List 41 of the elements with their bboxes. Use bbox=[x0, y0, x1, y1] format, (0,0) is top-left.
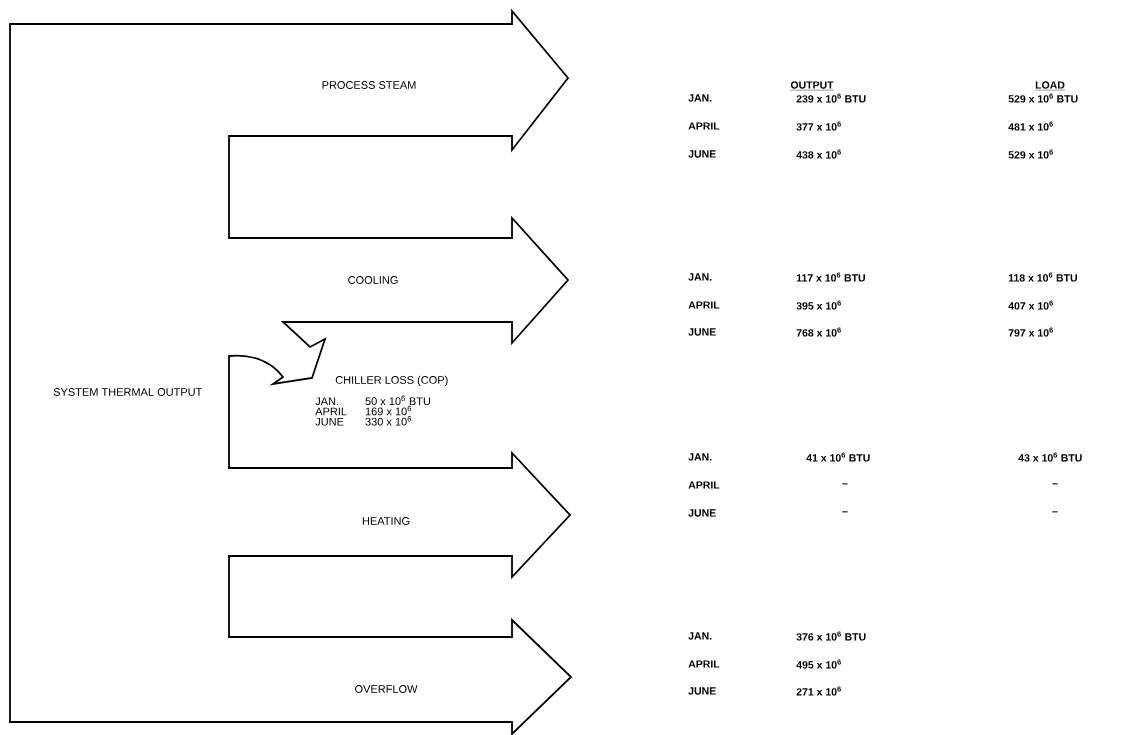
value-label: 376 x 10$^{6}$ BTU bbox=[796, 631, 866, 641]
value-label: 529 x 10$^{6}$ bbox=[1008, 149, 1053, 159]
month-label: JAN. bbox=[688, 632, 712, 640]
month-label: APRIL bbox=[688, 122, 720, 130]
flow-label: PROCESS STEAM bbox=[322, 81, 416, 89]
value-label: 239 x 10$^{6}$ BTU bbox=[796, 93, 866, 103]
month-label: APRIL bbox=[688, 481, 720, 489]
month-label: JUNE bbox=[688, 328, 716, 336]
value-label: 395 x 10$^{6}$ bbox=[796, 300, 841, 310]
value-label: 117 x 10$^{6}$ BTU bbox=[796, 272, 865, 282]
value-label: 118 x 10$^{6}$ BTU bbox=[1008, 272, 1077, 282]
month-label: JUNE bbox=[688, 509, 716, 517]
flow-label: CHILLER LOSS (COP) JAN. 50 x 10$^{6}$ BTU APRIL 169 x 10$^{6}$ JUNE 330 x 10$^{6}$ bbox=[315, 375, 448, 426]
value-label: 481 x 10$^{6}$ bbox=[1008, 121, 1053, 131]
value-label: 797 x 10$^{6}$ bbox=[1008, 327, 1053, 337]
column-header: OUTPUT bbox=[790, 81, 834, 91]
value-label: 768 x 10$^{6}$ bbox=[796, 327, 841, 337]
value-label: 407 x 10$^{6}$ bbox=[1008, 300, 1053, 310]
value-label: – bbox=[842, 483, 848, 485]
month-label: JUNE bbox=[688, 687, 716, 695]
flow-label: COOLING bbox=[348, 276, 398, 284]
month-label: JUNE bbox=[688, 150, 716, 158]
month-label: APRIL bbox=[688, 301, 720, 309]
flow-label: SYSTEM THERMAL OUTPUT bbox=[53, 388, 203, 396]
value-label: 377 x 10$^{6}$ bbox=[796, 121, 841, 131]
flow-label: OVERFLOW bbox=[355, 685, 418, 693]
value-label: – bbox=[1052, 483, 1058, 485]
value-label: – bbox=[1052, 511, 1058, 513]
value-label: 495 x 10$^{6}$ bbox=[796, 659, 841, 669]
value-label: 41 x 10$^{6}$ BTU bbox=[806, 452, 870, 462]
month-label: JAN. bbox=[688, 94, 712, 102]
value-label: 43 x 10$^{6}$ BTU bbox=[1018, 452, 1082, 462]
month-label: JAN. bbox=[688, 273, 712, 281]
value-label: 529 x 10$^{6}$ BTU bbox=[1008, 93, 1078, 103]
month-label: JAN. bbox=[688, 453, 712, 461]
month-label: APRIL bbox=[688, 660, 720, 668]
value-label: 271 x 10$^{6}$ bbox=[796, 686, 841, 696]
column-header: LOAD bbox=[1034, 81, 1066, 91]
value-label: – bbox=[842, 511, 848, 513]
flow-label: HEATING bbox=[362, 517, 410, 525]
value-label: 438 x 10$^{6}$ bbox=[796, 149, 841, 159]
